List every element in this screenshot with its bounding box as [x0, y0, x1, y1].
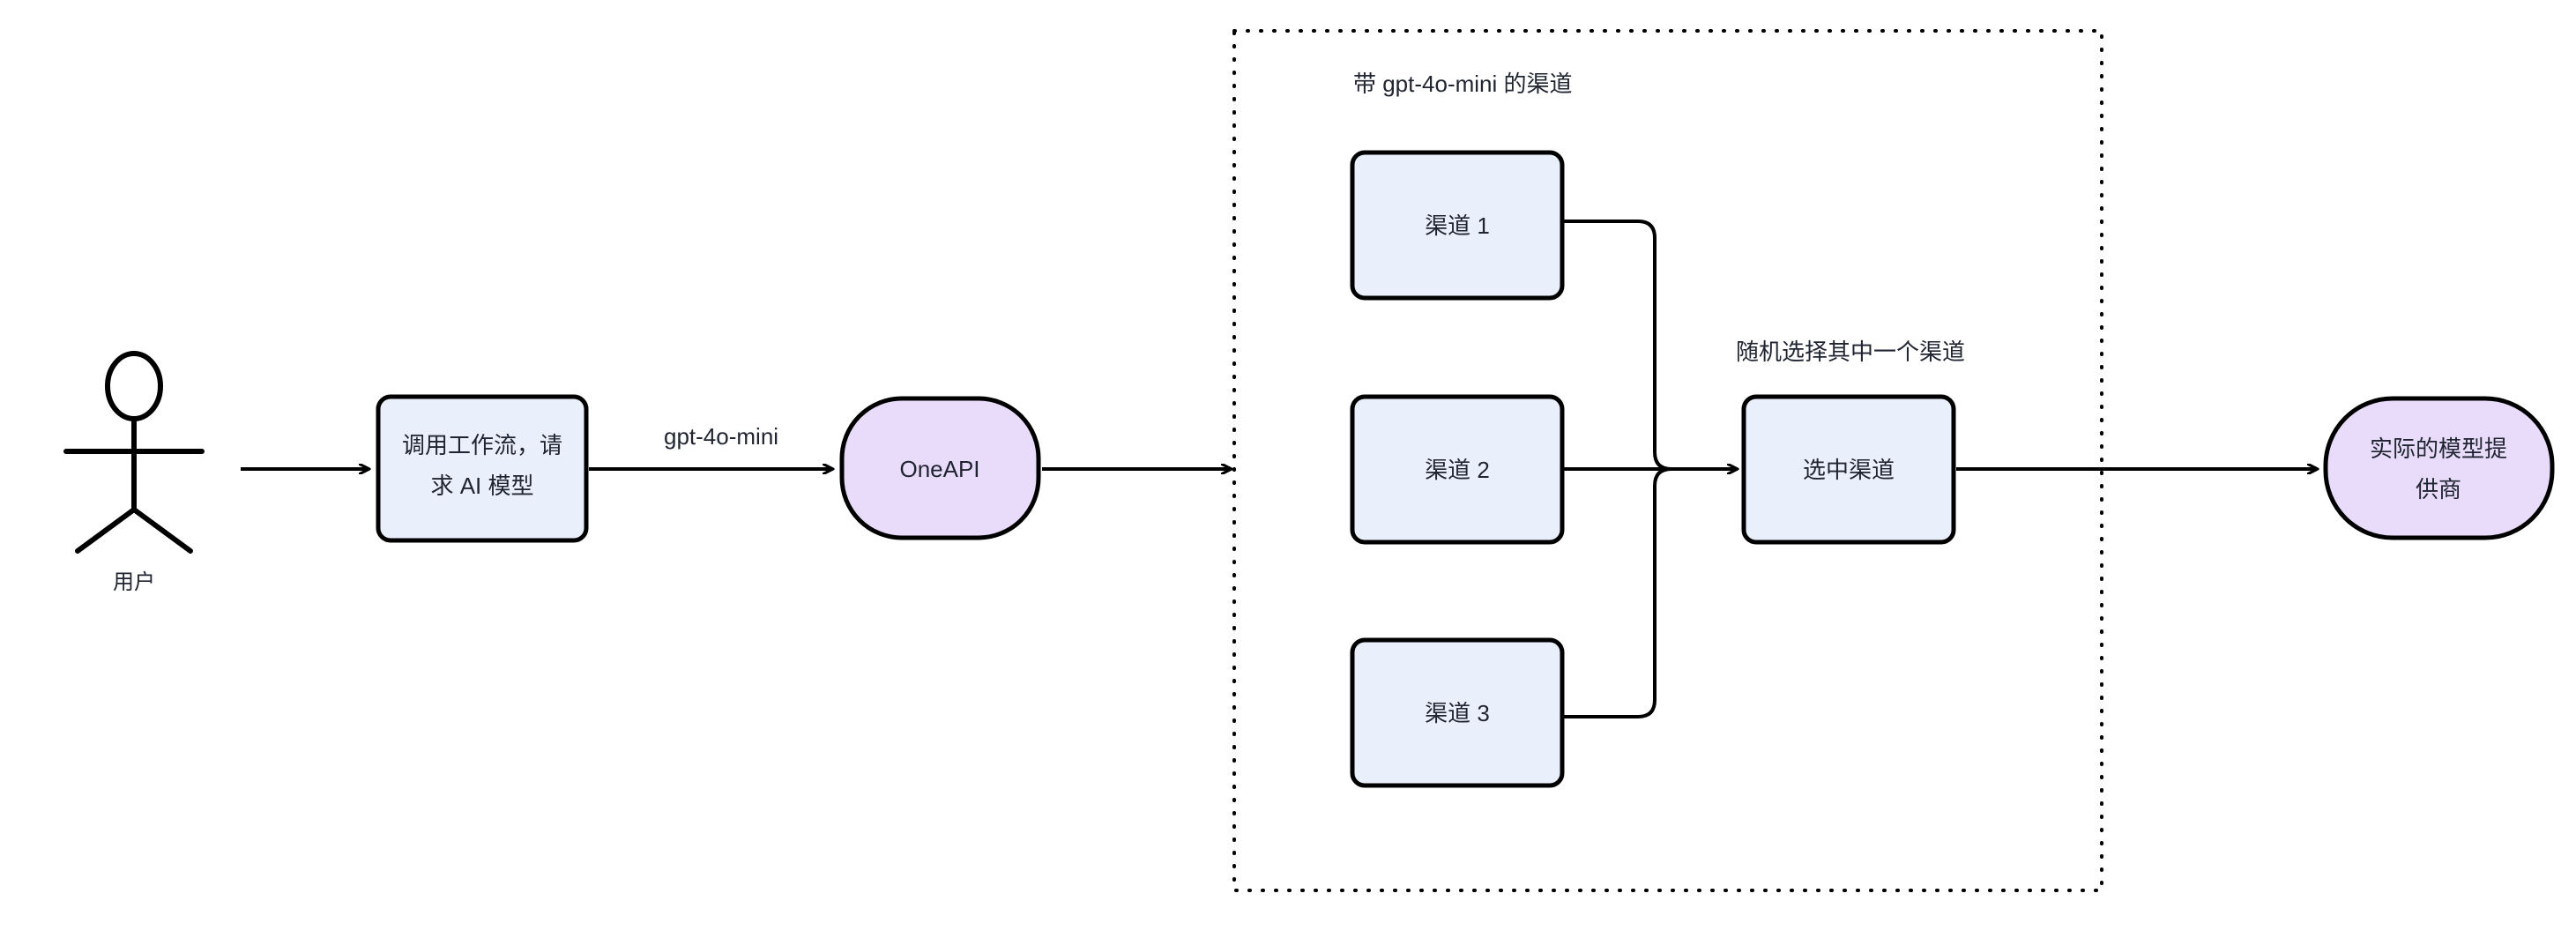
node-oneapi[interactable]: OneAPI [839, 396, 1041, 540]
node-channel-2-label: 渠道 2 [1425, 457, 1490, 483]
actor-leg-left [75, 507, 137, 554]
edge-channel-1-to-merge [1563, 220, 1710, 471]
node-call-workflow-line2: 求 AI 模型 [430, 473, 533, 499]
node-selected-channel-label: 选中渠道 [1803, 457, 1895, 483]
actor-leg-right [131, 507, 193, 554]
node-actual-provider-line2: 供商 [2416, 476, 2461, 502]
channel-group-label: 带 gpt-4o-mini 的渠道 [1353, 71, 1573, 97]
node-actual-provider-line1: 实际的模型提 [2370, 436, 2507, 462]
actor-head-icon [105, 351, 163, 421]
channel-group-container [1232, 29, 2103, 892]
node-channel-1[interactable]: 渠道 1 [1350, 150, 1565, 301]
node-oneapi-label: OneAPI [899, 456, 979, 482]
node-actual-provider[interactable]: 实际的模型提 供商 [2323, 396, 2555, 540]
user-actor [63, 351, 205, 554]
actor-label: 用户 [113, 570, 155, 594]
node-selected-channel[interactable]: 选中渠道 [1741, 394, 1956, 545]
node-channel-2[interactable]: 渠道 2 [1350, 394, 1565, 545]
node-channel-1-label: 渠道 1 [1425, 212, 1490, 239]
node-call-workflow-line1: 调用工作流，请 [402, 432, 562, 458]
node-channel-3[interactable]: 渠道 3 [1350, 637, 1565, 788]
edge-label-gpt-model: gpt-4o-mini [664, 423, 778, 450]
node-channel-3-label: 渠道 3 [1425, 700, 1490, 726]
node-call-workflow[interactable]: 调用工作流，请 求 AI 模型 [376, 394, 589, 543]
edge-label-random-pick: 随机选择其中一个渠道 [1736, 339, 1965, 365]
edge-channel-3-to-merge [1563, 467, 1710, 718]
